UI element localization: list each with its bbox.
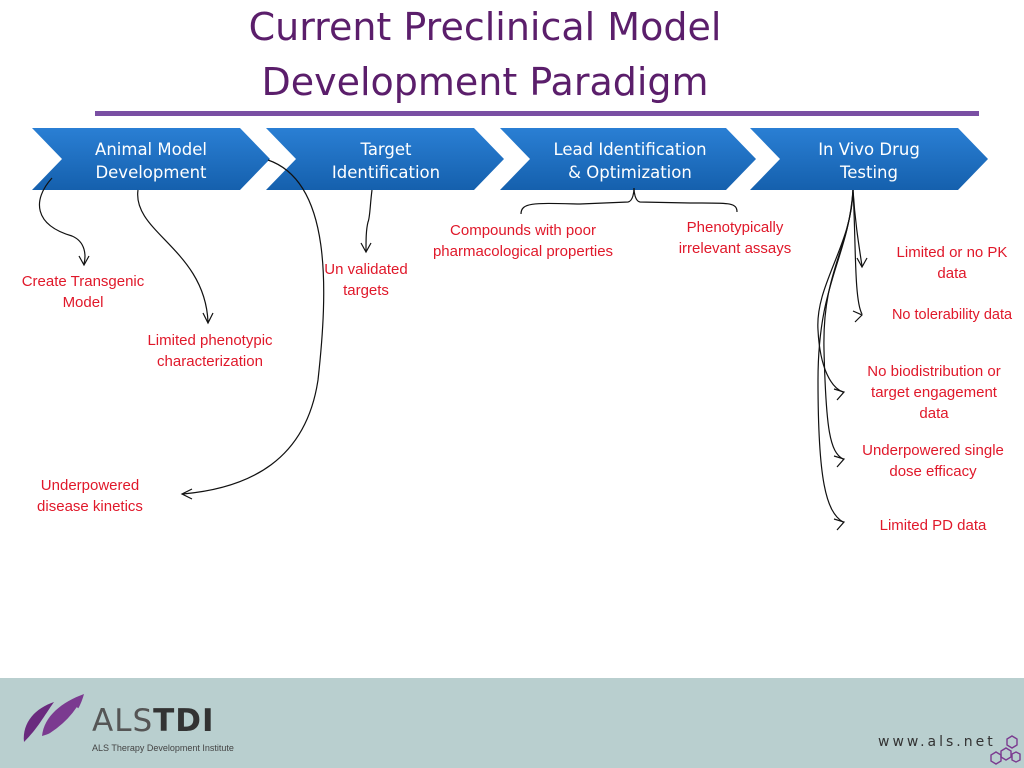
- arrowhead-kinetics: [180, 488, 193, 500]
- slide-title: Current Preclinical Model Development Pa…: [100, 0, 870, 110]
- als-tdi-leaf-logo-icon: [23, 694, 84, 748]
- arrow-to-transgenic: [38, 177, 86, 265]
- note-tolerability-line-1: No tolerability data: [891, 307, 1013, 323]
- note-no-tolerability: No tolerability data: [880, 305, 1024, 326]
- note-irrelevant-assays: Phenotypically irrelevant assays: [660, 217, 810, 259]
- note-create-transgenic: Create Transgenic Model: [4, 271, 162, 313]
- arrowhead-tolerability: [852, 310, 864, 323]
- logo-subtitle: ALS Therapy Development Institute: [92, 743, 234, 753]
- arrow-to-unvalidated: [365, 189, 373, 252]
- arrowhead-transgenic: [78, 255, 90, 267]
- note-biodistribution-line-2: target engagement: [871, 384, 997, 401]
- stage-label-lead-identification: Lead Identification & Optimization: [530, 134, 730, 188]
- note-poor-compounds: Compounds with poor pharmacological prop…: [418, 220, 628, 262]
- logo-wordmark: ALSTDI: [92, 703, 215, 739]
- chevron-in-vivo-testing: [750, 128, 988, 190]
- arrowhead-single-dose: [833, 455, 846, 468]
- note-compounds-line-1: Compounds with poor: [450, 222, 596, 239]
- note-transgenic-line-1: Create Transgenic: [21, 273, 145, 290]
- arrow-to-kinetics: [182, 159, 325, 495]
- note-no-biodistribution: No biodistribution or target engagement …: [848, 361, 1020, 424]
- note-limited-pd: Limited PD data: [860, 515, 1006, 536]
- note-kinetics-line-2: disease kinetics: [37, 498, 143, 515]
- note-phenotypic-line-1: Limited phenotypic: [147, 332, 273, 349]
- note-limited-pk: Limited or no PK data: [884, 242, 1020, 284]
- arrow-to-tolerability: [852, 189, 863, 315]
- note-unvalidated-line-2: targets: [343, 282, 389, 299]
- note-underpowered-single-dose: Underpowered single dose efficacy: [846, 440, 1020, 482]
- note-transgenic-line-2: Model: [62, 294, 104, 311]
- stage-animal-line-1: Animal Model: [95, 140, 207, 159]
- note-biodistribution-line-1: No biodistribution or: [867, 363, 1001, 380]
- note-assays-line-2: irrelevant assays: [678, 240, 792, 257]
- title-line-2: Development Paradigm: [261, 60, 709, 104]
- stage-label-target-identification: Target Identification: [296, 134, 476, 188]
- note-pk-line-2: data: [937, 265, 967, 282]
- logo-bold: TDI: [153, 703, 215, 739]
- note-biodistribution-line-3: data: [919, 405, 949, 422]
- arrowhead-unvalidated: [360, 242, 372, 254]
- stage-target-line-1: Target: [360, 140, 412, 159]
- note-phenotypic-line-2: characterization: [157, 353, 263, 370]
- website-url[interactable]: www.als.net: [878, 734, 996, 750]
- note-single-dose-line-2: dose efficacy: [889, 463, 977, 480]
- note-pk-line-1: Limited or no PK: [896, 244, 1008, 261]
- note-pd-line-1: Limited PD data: [879, 517, 987, 534]
- stage-invivo-line-2: Testing: [839, 163, 898, 182]
- note-limited-phenotypic: Limited phenotypic characterization: [125, 330, 295, 372]
- note-assays-line-1: Phenotypically: [686, 219, 784, 236]
- stage-label-animal-model: Animal Model Development: [62, 134, 240, 188]
- arrowhead-pd: [833, 518, 846, 531]
- arrowhead-pk: [856, 257, 868, 269]
- footer-band: [0, 678, 1024, 768]
- note-unvalidated-targets: Un validated targets: [310, 259, 422, 301]
- stage-target-line-2: Identification: [331, 163, 441, 182]
- arrow-to-pd: [817, 189, 854, 523]
- note-compounds-line-2: pharmacological properties: [432, 243, 614, 260]
- note-kinetics-line-1: Underpowered: [40, 477, 140, 494]
- stage-invivo-line-1: In Vivo Drug: [818, 140, 920, 159]
- stage-lead-line-2: & Optimization: [568, 163, 692, 182]
- title-underline: [95, 111, 979, 116]
- arrowhead-phenotypic: [202, 312, 214, 325]
- title-line-1: Current Preclinical Model: [248, 5, 722, 49]
- arrowhead-biodistribution: [833, 388, 846, 401]
- logo-prefix: ALS: [92, 703, 154, 739]
- lead-bracket: [520, 187, 738, 215]
- chevron-lead-identification: [500, 128, 756, 190]
- hexagon-molecule-icon: [990, 735, 1021, 765]
- arrow-to-phenotypic: [137, 189, 209, 323]
- chevron-animal-model: [32, 128, 270, 190]
- stage-animal-line-2: Development: [95, 163, 207, 182]
- stage-lead-line-1: Lead Identification: [553, 140, 707, 159]
- stage-label-in-vivo-testing: In Vivo Drug Testing: [780, 134, 958, 188]
- chevron-target-identification: [266, 128, 504, 190]
- note-underpowered-kinetics: Underpowered disease kinetics: [20, 475, 160, 517]
- note-unvalidated-line-1: Un validated: [324, 261, 408, 278]
- note-single-dose-line-1: Underpowered single: [862, 442, 1004, 459]
